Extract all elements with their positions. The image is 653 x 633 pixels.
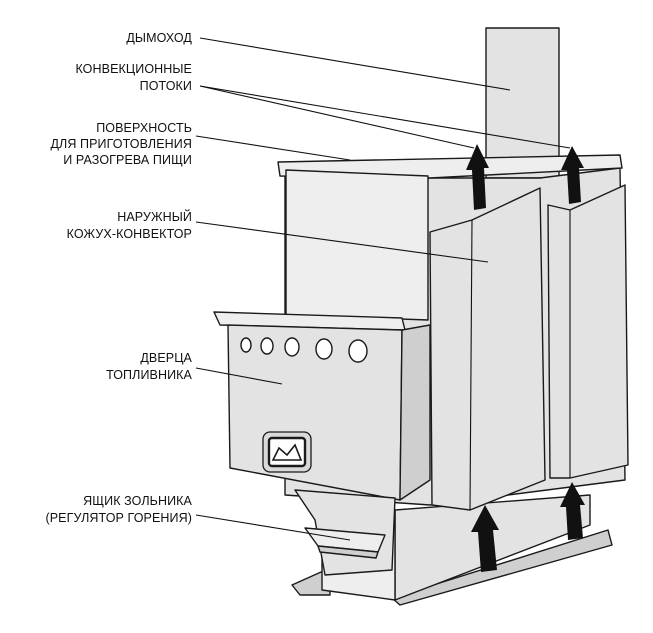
base-skid-right bbox=[391, 529, 613, 606]
base-skid-left bbox=[291, 567, 331, 596]
leader-cooking bbox=[195, 135, 351, 161]
label-convection-1: КОНВЕКЦИОННЫЕ bbox=[75, 62, 192, 76]
label-ashbox-1: ЯЩИК ЗОЛЬНИКА bbox=[83, 494, 192, 508]
labels: ДЫМОХОД КОНВЕКЦИОННЫЕ ПОТОКИ ПОВЕРХНОСТЬ… bbox=[45, 31, 192, 525]
leader-chimney bbox=[199, 37, 511, 91]
chimney-pipe bbox=[485, 27, 560, 179]
leader-door bbox=[195, 367, 283, 385]
up-arrow-icon bbox=[466, 144, 489, 210]
vent-hole-4 bbox=[315, 338, 333, 360]
up-arrow-icon bbox=[561, 146, 584, 204]
fuel-door bbox=[227, 324, 403, 501]
label-ashbox-2: (РЕГУЛЯТОР ГОРЕНИЯ) bbox=[45, 511, 192, 525]
fuel-door-side bbox=[399, 324, 431, 501]
ash-box-front bbox=[317, 545, 379, 559]
label-cooking-1: ПОВЕРХНОСТЬ bbox=[96, 121, 192, 135]
leader-convection-b bbox=[199, 85, 571, 149]
label-convection-2: ПОТОКИ bbox=[140, 79, 192, 93]
up-arrow-icon bbox=[560, 482, 585, 540]
label-cooking-3: И РАЗОГРЕВА ПИЩИ bbox=[63, 153, 192, 167]
leader-casing bbox=[195, 221, 489, 263]
vent-hole-1 bbox=[240, 337, 252, 353]
label-chimney: ДЫМОХОД bbox=[126, 31, 192, 45]
vent-hole-2 bbox=[260, 337, 274, 355]
vent-hole-3 bbox=[284, 337, 300, 357]
label-cooking-2: ДЛЯ ПРИГОТОВЛЕНИЯ bbox=[50, 137, 192, 151]
panel-1-fold bbox=[469, 219, 473, 511]
brand-emblem-icon bbox=[262, 431, 312, 473]
label-door-2: ТОПЛИВНИКА bbox=[106, 368, 192, 382]
body-left-side bbox=[285, 169, 429, 321]
label-casing-1: НАРУЖНЫЙ bbox=[117, 209, 192, 224]
convector-panel-1 bbox=[429, 187, 546, 511]
leader-lines bbox=[195, 37, 571, 541]
label-casing-2: КОЖУХ-КОНВЕКТОР bbox=[67, 227, 192, 241]
up-arrow-icon bbox=[471, 505, 499, 572]
stove-illustration bbox=[213, 27, 629, 606]
convector-panel-2 bbox=[547, 184, 629, 479]
leader-convection-a bbox=[199, 85, 475, 149]
vent-hole-5 bbox=[348, 339, 368, 363]
cooking-surface bbox=[277, 154, 623, 179]
leader-ashbox bbox=[195, 514, 351, 541]
label-door-1: ДВЕРЦА bbox=[140, 351, 192, 365]
